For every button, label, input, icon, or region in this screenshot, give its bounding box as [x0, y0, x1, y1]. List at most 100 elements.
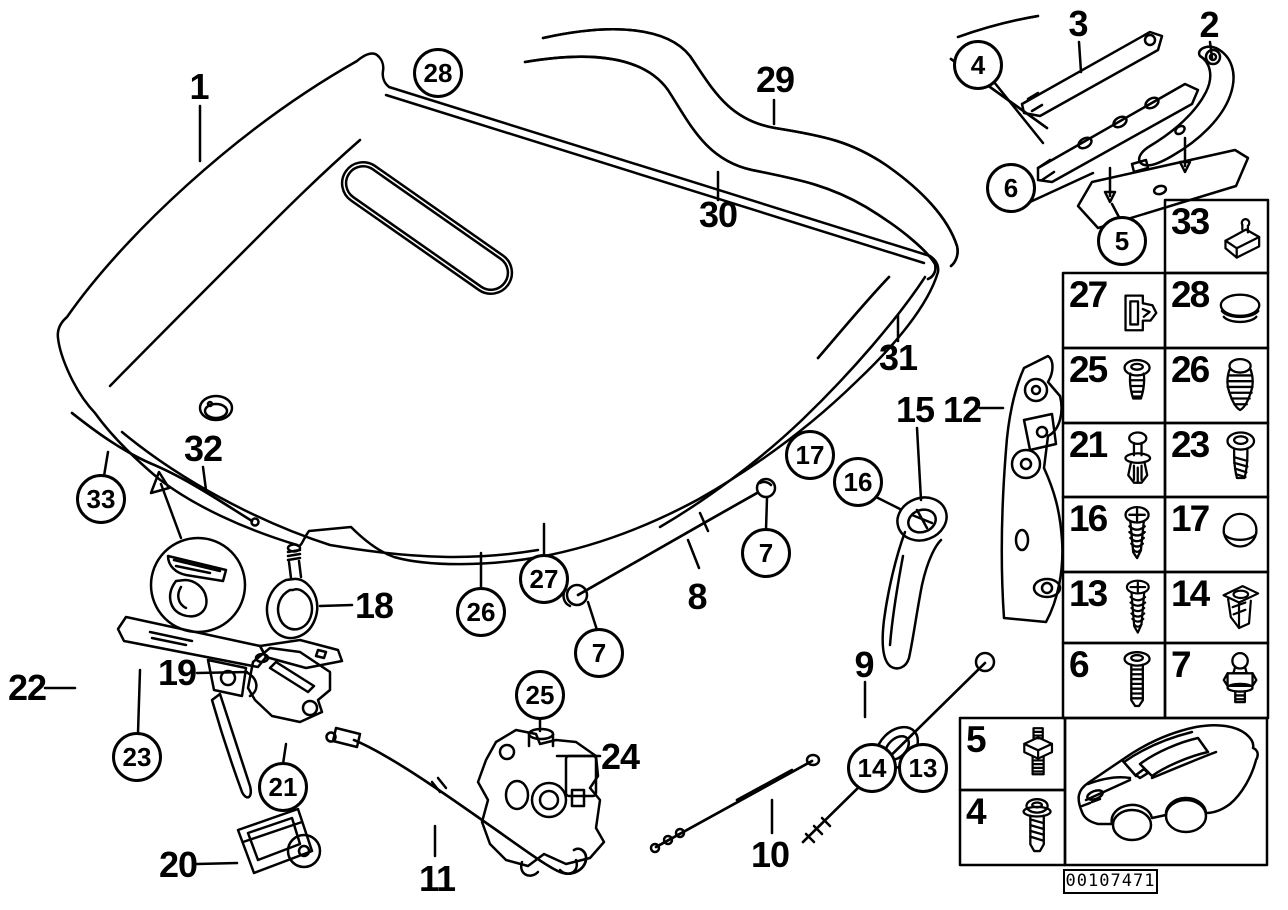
callout-2[interactable]: 2: [1199, 4, 1219, 45]
cable-clamp-icon: [1124, 293, 1158, 331]
callout-33[interactable]: 33: [76, 474, 126, 524]
parts-table-cell-21[interactable]: 21: [1063, 423, 1165, 497]
callout-20[interactable]: 20: [158, 844, 198, 885]
leader-line-20: [195, 861, 239, 866]
exp-rivet-large-icon: [1226, 357, 1254, 411]
image-id-badge: 00107471: [1063, 869, 1158, 894]
parts-table-cell-label: 4: [966, 791, 987, 832]
hood-panel: [56, 52, 940, 566]
parts-table-cell-17[interactable]: 17: [1165, 497, 1268, 572]
callout-7[interactable]: 7: [741, 528, 791, 578]
callout-5[interactable]: 5: [1097, 216, 1147, 266]
bracket-19: [246, 646, 332, 724]
bracket-12: [1000, 354, 1064, 624]
callout-31[interactable]: 31: [878, 337, 918, 378]
callout-17[interactable]: 17: [785, 430, 835, 480]
side-seal-32: [70, 411, 260, 527]
callout-32[interactable]: 32: [183, 428, 223, 469]
parts-table-cell-4[interactable]: 4: [960, 790, 1065, 865]
parts-table-cell-5[interactable]: 5: [960, 718, 1065, 790]
parts-table-cell-label: 14: [1171, 573, 1210, 614]
callout-22[interactable]: 22: [7, 667, 47, 708]
release-handle-22: [116, 615, 344, 799]
callout-3[interactable]: 3: [1068, 3, 1088, 44]
leader-line-8: [686, 538, 701, 570]
callout-18[interactable]: 18: [354, 585, 394, 626]
slide-piece-20: [236, 807, 322, 875]
leader-line-6: [1028, 171, 1095, 204]
parts-table-cell-label: 7: [1171, 644, 1192, 685]
parts-table-cell-25[interactable]: 25: [1063, 348, 1165, 423]
callout-11[interactable]: 11: [418, 858, 456, 899]
leader-line-2: [1208, 40, 1214, 60]
release-lever-15: [881, 496, 948, 670]
callout-6[interactable]: 6: [986, 163, 1036, 213]
callout-21[interactable]: 21: [258, 762, 308, 812]
screw-washer-icon: [1225, 431, 1255, 480]
callout-27[interactable]: 27: [519, 554, 569, 604]
screw-torx-short-icon: [1123, 358, 1151, 400]
leader-line-18: [318, 603, 354, 608]
callout-8[interactable]: 8: [687, 576, 707, 617]
bowden-cable-11: [325, 726, 588, 875]
parts-table-cell-label: 21: [1069, 424, 1108, 465]
callout-30[interactable]: 30: [698, 194, 738, 235]
callout-19[interactable]: 19: [157, 652, 197, 693]
parts-table-cell-14[interactable]: 14: [1165, 572, 1268, 643]
callout-15[interactable]: 15: [895, 389, 935, 430]
parts-table-cell-label: 13: [1069, 573, 1108, 614]
parts-table-cell-label: 5: [966, 719, 987, 760]
grommet-18: [265, 543, 319, 640]
callout-14[interactable]: 14: [847, 743, 897, 793]
callout-7[interactable]: 7: [574, 628, 624, 678]
leader-line-19: [195, 670, 249, 675]
parts-table-cell-23[interactable]: 23: [1165, 423, 1268, 497]
flange-bolt-icon: [1022, 797, 1052, 852]
leader-line-7: [586, 600, 599, 632]
cowl-seal-30: [523, 55, 937, 281]
callout-9[interactable]: 9: [854, 644, 874, 685]
parts-table-cell-label: 6: [1069, 644, 1090, 685]
callout-24[interactable]: 24: [600, 736, 640, 777]
parts-table-cell-label: 23: [1171, 424, 1210, 465]
callout-26[interactable]: 26: [456, 587, 506, 637]
callout-25[interactable]: 25: [515, 670, 565, 720]
parts-table-cell-label: 17: [1171, 498, 1210, 539]
screw-torx-long-icon: [1123, 650, 1151, 707]
leader-line-32: [201, 465, 208, 492]
parts-table-cell-27[interactable]: 27: [1063, 273, 1165, 348]
callout-23[interactable]: 23: [112, 732, 162, 782]
parts-table-cell-16[interactable]: 16: [1063, 497, 1165, 572]
parts-table-cell-label: 28: [1171, 274, 1210, 315]
callout-10[interactable]: 10: [750, 834, 790, 875]
leader-line-16: [874, 495, 902, 511]
parts-table-cell-label: 27: [1069, 274, 1108, 315]
parts-table-cell-33[interactable]: 33: [1165, 200, 1268, 273]
exp-rivet-icon: [1123, 431, 1151, 484]
parts-table-cell-6[interactable]: 6: [1063, 643, 1165, 718]
parts-table-cell-label: 16: [1069, 498, 1108, 539]
callout-28[interactable]: 28: [413, 48, 463, 98]
parts-table-cell-26[interactable]: 26: [1165, 348, 1268, 423]
callout-4[interactable]: 4: [953, 40, 1003, 90]
callout-29[interactable]: 29: [755, 59, 795, 100]
callout-13[interactable]: 13: [898, 743, 948, 793]
parts-table-cell-label: 26: [1171, 349, 1210, 390]
callout-12[interactable]: 12: [942, 389, 982, 430]
exp-nut-icon: [1222, 584, 1260, 629]
ball-stud-icon: [1222, 651, 1258, 703]
parts-table-grid: [958, 198, 1270, 867]
parts-table-cell-7[interactable]: 7: [1165, 643, 1268, 718]
callout-1[interactable]: 1: [189, 66, 209, 107]
trim-clip-icon: [1224, 217, 1261, 259]
gas-strut-8: [562, 477, 777, 608]
screw-phillips-icon: [1124, 505, 1150, 559]
leader-line-3: [1077, 40, 1083, 74]
parts-table-cell-label: 25: [1069, 349, 1108, 390]
parts-table-cell-13[interactable]: 13: [1063, 572, 1165, 643]
parts-table-cell-28[interactable]: 28: [1165, 273, 1268, 348]
screw-long-icon: [1126, 579, 1151, 634]
callout-16[interactable]: 16: [833, 457, 883, 507]
